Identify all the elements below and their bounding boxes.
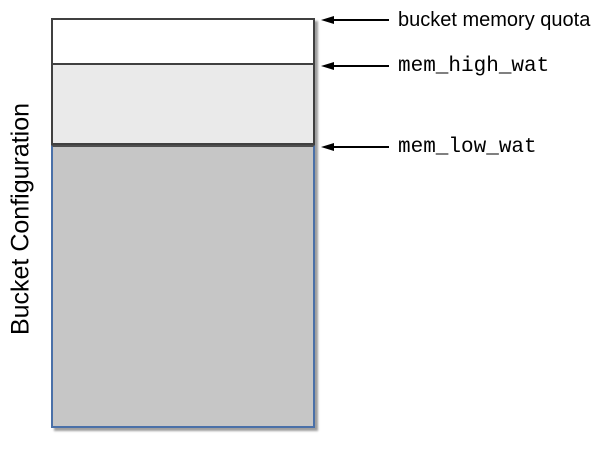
left-arrowhead-icon	[321, 143, 334, 151]
left-arrowhead-icon	[321, 62, 334, 70]
annotation-mem-high-wat: mem_high_wat	[321, 52, 549, 80]
annotation-label-mem-high-wat: mem_high_wat	[398, 54, 550, 78]
bucket-memory-box	[51, 18, 315, 428]
annotation-label-bucket-memory-quota: bucket memory quota	[398, 8, 591, 31]
arrow-line	[334, 65, 389, 67]
y-axis-label: Bucket Configuration	[6, 102, 35, 336]
left-arrowhead-icon	[321, 16, 334, 24]
section-above-high-watermark	[51, 18, 315, 65]
annotation-bucket-memory-quota: bucket memory quota	[321, 6, 590, 34]
section-below-low-watermark	[51, 145, 315, 428]
section-between-watermarks	[51, 65, 315, 145]
arrow-line	[334, 146, 389, 148]
annotation-label-mem-low-wat: mem_low_wat	[398, 135, 537, 159]
arrow-line	[334, 19, 389, 21]
annotation-mem-low-wat: mem_low_wat	[321, 133, 537, 161]
